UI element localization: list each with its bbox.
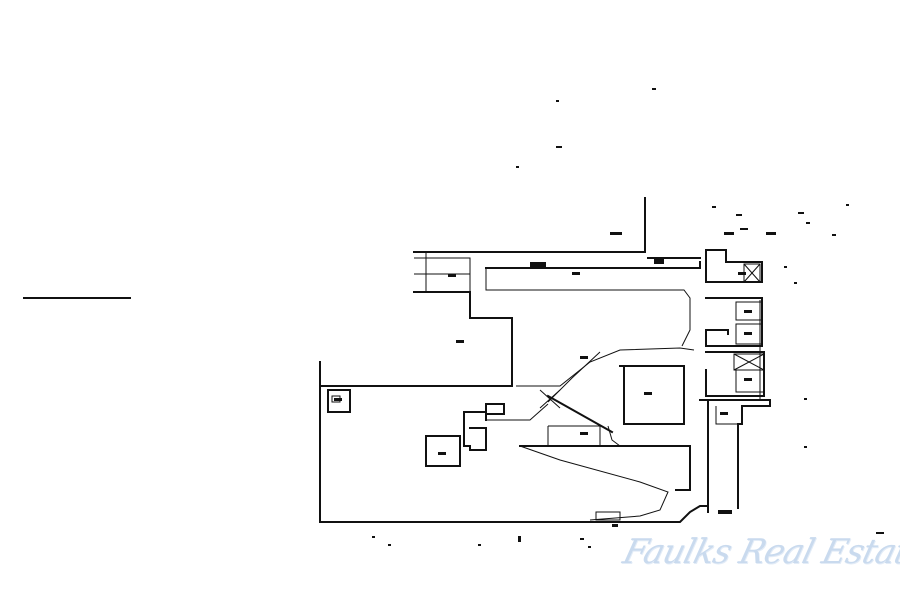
scan-speckles	[372, 88, 884, 548]
top-corridor	[485, 257, 701, 347]
right-units	[699, 249, 771, 514]
central-rooms	[486, 347, 695, 521]
outer-boundary	[319, 197, 709, 523]
entry-lobby	[327, 389, 621, 521]
watermark-logo: Faulks Real Estate	[619, 532, 900, 572]
room-marks	[334, 232, 752, 455]
